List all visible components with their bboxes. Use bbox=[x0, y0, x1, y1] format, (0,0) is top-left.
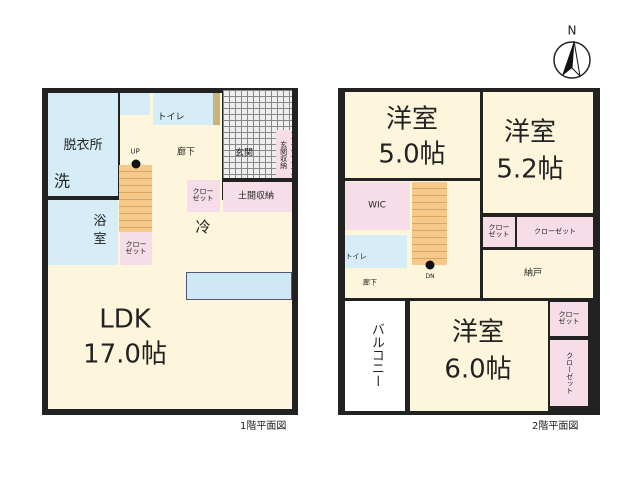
entrance-storage-label: 玄関収納 bbox=[279, 141, 288, 169]
western-b-label: 洋室 bbox=[503, 117, 557, 148]
closet-b-1f bbox=[120, 232, 152, 265]
closet-c-2f-label: クロー ゼット bbox=[558, 310, 580, 326]
north-label: N bbox=[567, 23, 577, 38]
western-room-c bbox=[410, 301, 548, 411]
fridge-label: 冷 bbox=[195, 218, 211, 237]
wic-label: WIC bbox=[368, 200, 386, 211]
stair-start-dot-2f bbox=[425, 260, 435, 270]
hall-label-2f: 廊下 bbox=[363, 278, 377, 287]
bath-label-1: 浴 bbox=[93, 214, 107, 230]
doma-storage bbox=[223, 182, 292, 212]
western-b-size: 5.2帖 bbox=[496, 154, 564, 185]
toilet-room-2f bbox=[345, 235, 407, 268]
closet-d-2f-label: クローゼット bbox=[565, 352, 574, 394]
stair-start-dot bbox=[131, 159, 141, 169]
entrance-label: 玄関 bbox=[234, 148, 254, 159]
western-c-size: 6.0帖 bbox=[444, 354, 512, 385]
wic bbox=[345, 182, 410, 230]
storeroom-label: 納戸 bbox=[523, 268, 543, 279]
closet-a-2f bbox=[483, 217, 515, 247]
entrance-storage bbox=[276, 130, 291, 178]
toilet-label-2f: トイレ bbox=[345, 252, 367, 261]
closet-a-2f-label: クロー ゼット bbox=[488, 223, 510, 239]
storeroom bbox=[483, 250, 593, 298]
ldk-label: LDK bbox=[99, 304, 151, 335]
floor-1-caption: 1階平面図 bbox=[240, 421, 287, 432]
closet-b-1f-label: クロー ゼット bbox=[125, 240, 147, 256]
western-c-label: 洋室 bbox=[451, 317, 505, 348]
bath-label-2: 室 bbox=[93, 232, 107, 248]
up-label: UP bbox=[130, 147, 140, 156]
balcony bbox=[345, 301, 405, 411]
toilet-shelf bbox=[213, 93, 220, 125]
western-room-a bbox=[345, 92, 480, 178]
doma-storage-label: 土間収納 bbox=[237, 191, 275, 202]
closet-b-2f-label: クローゼット bbox=[534, 227, 576, 236]
closet-a-1f bbox=[187, 180, 220, 212]
closet-a-1f-label: クロー ゼット bbox=[192, 187, 214, 203]
toilet-label-1f: トイレ bbox=[157, 112, 185, 123]
western-a-size: 5.0帖 bbox=[378, 139, 446, 170]
floor-1-plan bbox=[42, 88, 298, 415]
floor-2-plan bbox=[338, 88, 600, 415]
north-arrow-icon bbox=[553, 40, 591, 79]
toilet-room bbox=[153, 93, 215, 125]
dressing-room bbox=[48, 93, 118, 196]
balcony-label: バルコニー bbox=[368, 322, 384, 388]
floor-2-caption: 2階平面図 bbox=[532, 421, 579, 432]
staircase-2f bbox=[412, 182, 447, 265]
washbasin bbox=[120, 93, 150, 115]
ldk-size-label: 17.0帖 bbox=[83, 339, 167, 370]
staircase-1f bbox=[119, 165, 152, 232]
closet-d-2f bbox=[550, 340, 588, 406]
kitchen-counter bbox=[186, 272, 292, 300]
dn-label: DN bbox=[425, 272, 435, 280]
western-a-label: 洋室 bbox=[385, 104, 439, 135]
dressing-room-label: 脱衣所 bbox=[63, 138, 103, 154]
western-room-b bbox=[483, 92, 593, 213]
hall-label-1f: 廊下 bbox=[176, 147, 196, 158]
bathroom bbox=[48, 200, 118, 265]
washer-label: 洗 bbox=[53, 171, 71, 191]
closet-c-2f bbox=[550, 302, 588, 336]
closet-b-2f bbox=[517, 217, 593, 247]
